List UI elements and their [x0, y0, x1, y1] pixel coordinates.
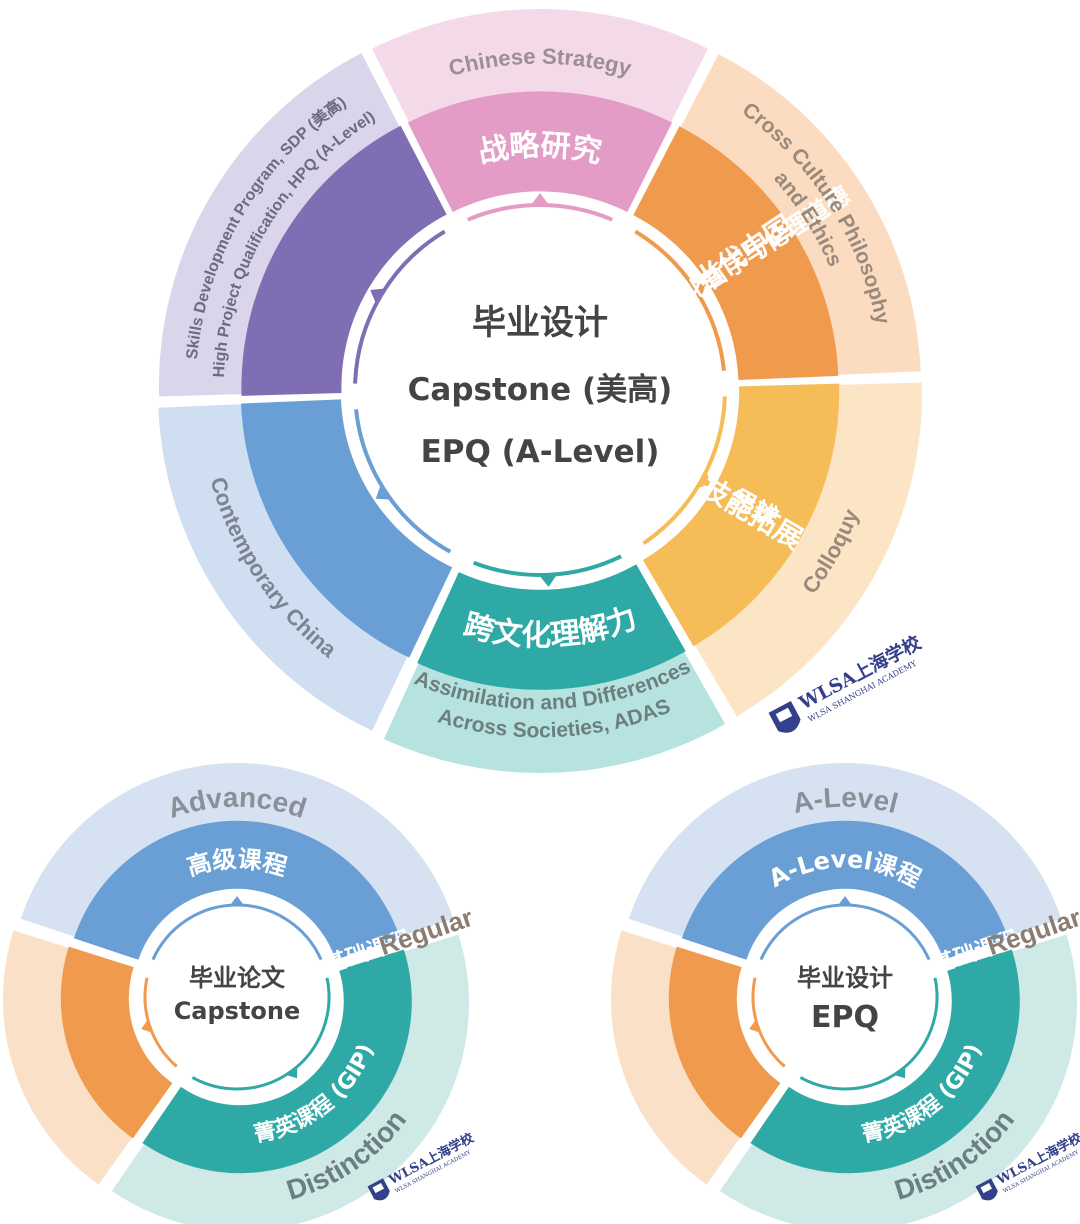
top-center-title: 毕业设计 [472, 303, 608, 343]
arrow-marker-distinction [287, 1068, 298, 1079]
inner-segment-regular [668, 946, 781, 1139]
inner-segment-skills [241, 125, 447, 396]
top-inner-ring [241, 91, 840, 690]
progress-arc-regular [751, 977, 786, 1068]
right-center-epq: EPQ [811, 1000, 879, 1035]
outer-segment-advanced [20, 763, 454, 941]
arrow-marker-regular [749, 1020, 759, 1033]
right-outer-ring [611, 763, 1077, 1224]
arrow-marker-strategy [531, 193, 549, 205]
outer-segment-distinction [719, 934, 1077, 1224]
progress-arc-strategy [466, 203, 614, 222]
arrow-marker-alevel [839, 896, 851, 904]
left-center-capstone: Capstone [174, 997, 301, 1025]
arrow-marker-china [375, 484, 391, 500]
arrow-marker-advanced [231, 896, 243, 904]
progress-arc-alevel [759, 903, 931, 961]
outer-segment-skills [159, 53, 413, 397]
inner-segment-strategy [407, 91, 673, 213]
left-inner-ring [60, 820, 412, 1174]
progress-arc-distinction [799, 977, 939, 1091]
outer-segment-regular [611, 930, 747, 1185]
progress-arc-regular [143, 977, 178, 1068]
left-outer-ring [3, 763, 469, 1224]
book-icon [980, 1182, 993, 1194]
inner-segment-colloquy [642, 383, 840, 647]
inner-segment-distinction [142, 949, 412, 1174]
inner-segment-adas [417, 564, 686, 690]
arrow-marker-culture [691, 283, 707, 299]
outer-segment-culture [667, 54, 921, 376]
outer-segment-distinction [111, 934, 469, 1224]
inner-segment-china [241, 399, 453, 658]
inner-segment-distinction [750, 949, 1020, 1174]
progress-arc-advanced [151, 903, 323, 961]
arrow-marker-regular [141, 1020, 151, 1033]
book-icon [372, 1182, 385, 1194]
progress-arc-distinction [191, 977, 331, 1091]
outer-segment-alevel [628, 763, 1062, 941]
top-center-capstone: Capstone (美高) [408, 372, 673, 408]
top-center-epq: EPQ (A-Level) [421, 434, 660, 470]
right-center-title: 毕业设计 [797, 964, 893, 992]
arrow-marker-distinction [895, 1068, 906, 1079]
book-icon [775, 707, 793, 723]
outer-segment-regular [3, 930, 139, 1185]
progress-arc-adas [472, 554, 622, 577]
top-progress-arcs [353, 193, 727, 587]
progress-arc-skills [353, 229, 446, 384]
left-progress-arcs [141, 896, 331, 1091]
inner-segment-culture [633, 126, 839, 381]
inner-segment-regular [60, 946, 173, 1139]
inner-segment-alevel [681, 820, 1009, 960]
right-inner-ring [668, 820, 1020, 1174]
progress-arc-colloquy [642, 396, 727, 546]
left-center-title: 毕业论文 [189, 964, 286, 992]
right-progress-arcs [749, 896, 939, 1091]
arrow-marker-colloquy [697, 471, 713, 488]
outer-segment-china [158, 403, 420, 731]
outer-segment-colloquy [681, 382, 923, 717]
arrow-marker-skills [370, 288, 386, 304]
arrow-marker-adas [539, 574, 558, 587]
inner-segment-advanced [73, 820, 401, 960]
